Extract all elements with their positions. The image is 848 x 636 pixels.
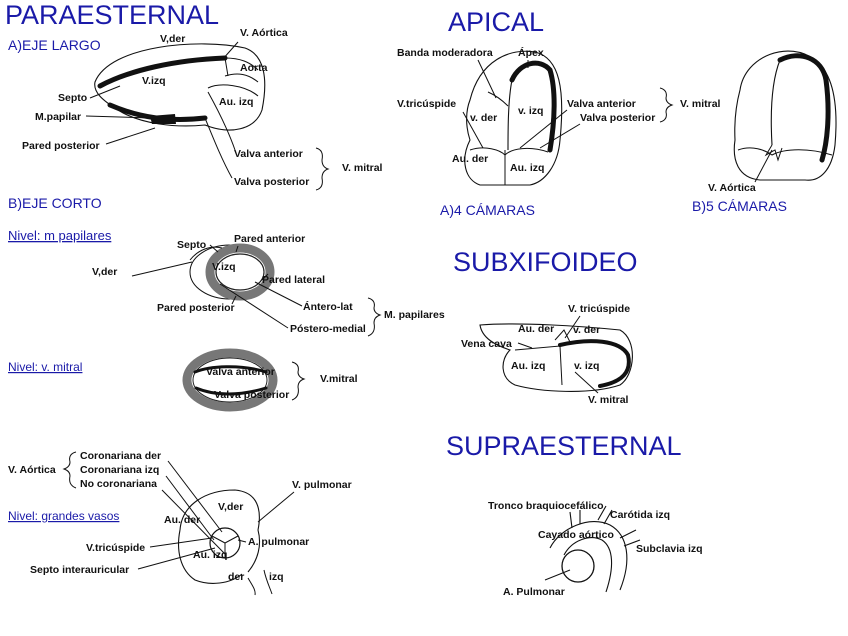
eje-largo-drawing bbox=[94, 43, 266, 179]
el-pared-posterior: Pared posterior bbox=[22, 140, 100, 152]
se-subclavia-izq: Subclavia izq bbox=[636, 543, 703, 555]
el-m-papilar: M.papilar bbox=[35, 111, 81, 123]
el-v-izq: V.izq bbox=[142, 75, 166, 87]
gv-v-der: V,der bbox=[218, 501, 243, 513]
gv-v-tricuspide: V.tricúspide bbox=[86, 542, 145, 554]
pp-antero-lat: Ántero-lat bbox=[303, 300, 353, 313]
pp-m-papilares: M. papilares bbox=[384, 309, 445, 321]
level-grandes-vasos: Nivel: grandes vasos bbox=[8, 509, 119, 523]
sx-v-der: v. der bbox=[573, 324, 600, 336]
subxifoideo-drawing bbox=[479, 323, 633, 392]
se-tronco-braquiocefalico: Tronco braquiocefálico bbox=[488, 500, 604, 512]
sx-au-izq: Au. izq bbox=[511, 360, 545, 372]
se-cayado-aortico: Cayado aórtico bbox=[538, 529, 614, 541]
subtitle-5-camaras: B)5 CÁMARAS bbox=[692, 198, 787, 214]
gv-izq: izq bbox=[269, 571, 284, 583]
el-v-der: V,der bbox=[160, 33, 185, 45]
pp-v-der: V,der bbox=[92, 266, 117, 278]
gv-v-pulmonar: V. pulmonar bbox=[292, 479, 352, 491]
title-supraesternal: SUPRAESTERNAL bbox=[446, 431, 682, 461]
subtitle-eje-corto: B)EJE CORTO bbox=[8, 195, 102, 211]
se-a-pulmonar: A. Pulmonar bbox=[503, 586, 565, 598]
gv-au-izq: Au. izq bbox=[193, 549, 227, 561]
el-septo: Septo bbox=[58, 92, 87, 104]
el-au-izq: Au. izq bbox=[219, 96, 253, 108]
gv-au-der: Au. der bbox=[164, 514, 200, 526]
apical5-drawing bbox=[733, 50, 837, 181]
ap5-v-aortica: V. Aórtica bbox=[708, 182, 756, 194]
sx-au-der: Au. der bbox=[518, 323, 554, 335]
ap-au-der: Au. der bbox=[452, 153, 488, 165]
gv-no-coronariana: No coronariana bbox=[80, 478, 157, 490]
ap-v-tricuspide: V.tricúspide bbox=[397, 98, 456, 110]
pp-pared-lateral: Pared lateral bbox=[262, 274, 325, 286]
papilares-drawing bbox=[189, 243, 275, 301]
ap-valva-posterior: Valva posterior bbox=[580, 112, 655, 124]
mt-valva-anterior: Valva anterior bbox=[206, 366, 275, 378]
mt-valva-posterior: Valva posterior bbox=[214, 389, 289, 401]
sx-v-izq: v. izq bbox=[574, 360, 599, 372]
ap-v-izq: v. izq bbox=[518, 105, 543, 117]
ap-valva-anterior: Valva anterior bbox=[567, 98, 636, 110]
pp-pared-posterior: Pared posterior bbox=[157, 302, 235, 314]
el-v-aortica: V. Aórtica bbox=[240, 27, 288, 39]
gv-septo-interauricular: Septo interauricular bbox=[30, 564, 129, 576]
el-valva-posterior: Valva posterior bbox=[234, 176, 309, 188]
pp-postero-medial: Póstero-medial bbox=[290, 323, 366, 335]
subtitle-4-camaras: A)4 CÁMARAS bbox=[440, 202, 535, 218]
el-v-mitral: V. mitral bbox=[342, 162, 383, 174]
level-papilares: Nivel: m papilares bbox=[8, 228, 112, 243]
ap-apex: Ápex bbox=[518, 46, 544, 59]
pp-v-izq: V.izq bbox=[212, 261, 236, 273]
subtitle-eje-largo: A)EJE LARGO bbox=[8, 37, 101, 53]
grandes-vasos-drawing bbox=[177, 489, 273, 596]
gv-coronariana-izq: Coronariana izq bbox=[80, 464, 159, 476]
mitral-drawing bbox=[182, 348, 278, 412]
el-aorta: Aorta bbox=[240, 62, 268, 74]
ap-au-izq: Au. izq bbox=[510, 162, 544, 174]
se-carotida-izq: Carótida izq bbox=[610, 509, 670, 521]
title-apical: APICAL bbox=[448, 7, 544, 37]
sx-v-mitral: V. mitral bbox=[588, 394, 629, 406]
gv-der: der bbox=[228, 571, 244, 583]
pp-pared-anterior: Pared anterior bbox=[234, 233, 305, 245]
el-valva-anterior: Valva anterior bbox=[234, 148, 303, 160]
ap-v-mitral: V. mitral bbox=[680, 98, 721, 110]
level-mitral: Nivel: v. mitral bbox=[8, 360, 82, 374]
ap-banda-moderadora: Banda moderadora bbox=[397, 47, 493, 59]
ap-v-der: v. der bbox=[470, 112, 497, 124]
title-paraesternal: PARAESTERNAL bbox=[5, 0, 219, 30]
mt-v-mitral: V.mitral bbox=[320, 373, 358, 385]
gv-coronariana-der: Coronariana der bbox=[80, 450, 161, 462]
pp-septo: Septo bbox=[177, 239, 206, 251]
supraesternal-drawing bbox=[549, 505, 641, 593]
gv-v-aortica: V. Aórtica bbox=[8, 464, 56, 476]
sx-v-tricuspide: V. tricúspide bbox=[568, 303, 630, 315]
title-subxifoideo: SUBXIFOIDEO bbox=[453, 247, 638, 277]
sx-vena-cava: Vena cava bbox=[461, 338, 512, 350]
apical4-drawing bbox=[464, 50, 563, 186]
gv-a-pulmonar: A. pulmonar bbox=[248, 536, 309, 548]
